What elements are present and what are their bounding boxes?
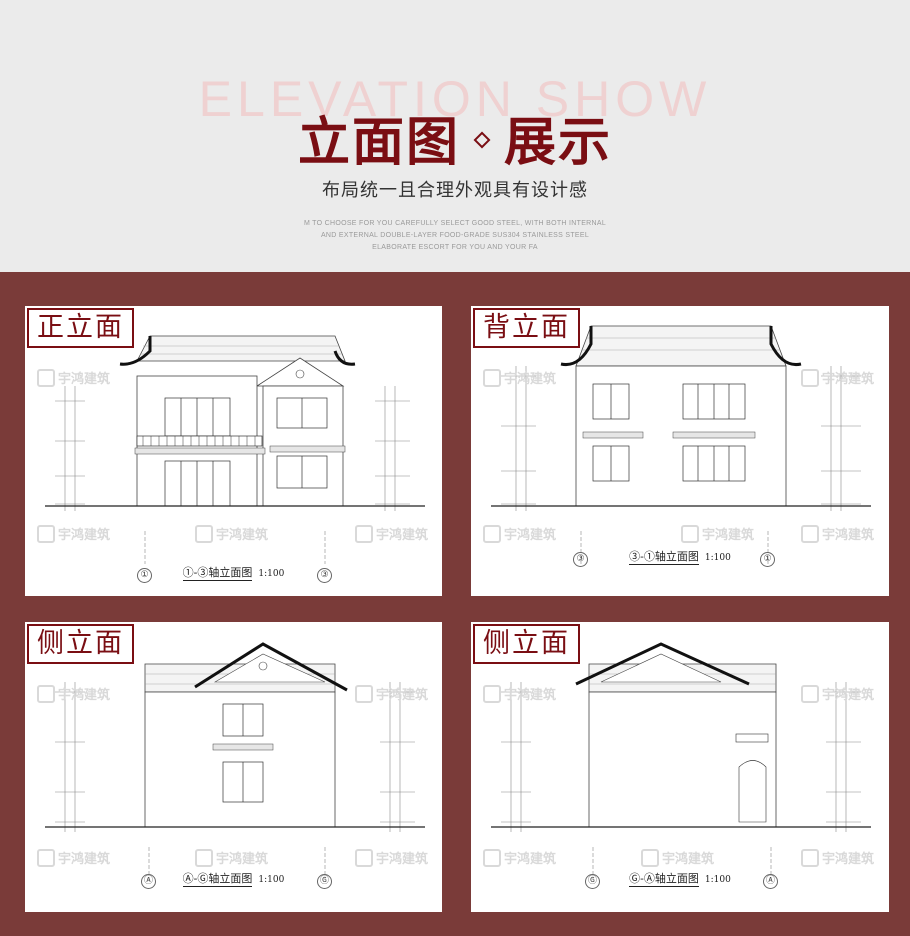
watermark-logo: 宇鸿建筑	[801, 848, 874, 869]
logo-icon	[801, 524, 819, 543]
logo-icon	[37, 524, 55, 543]
side-elevation-drawing-g	[491, 642, 871, 880]
watermark-logo: 宇鸿建筑	[483, 368, 556, 389]
title-left: 立面图	[297, 113, 460, 173]
watermark-logo: 宇鸿建筑	[355, 684, 428, 705]
caption-scale: 1:100	[258, 569, 285, 579]
watermark-logo: 宇鸿建筑	[355, 524, 428, 545]
axis-marker-left: Ⓐ	[141, 874, 156, 889]
caption-scale: 1:100	[258, 875, 285, 885]
logo-icon	[641, 848, 659, 867]
axis-marker-left: Ⓖ	[585, 874, 600, 889]
drawing-caption: ①-③轴立面图 1:100	[25, 564, 442, 581]
watermark-logo: 宇鸿建筑	[483, 848, 556, 869]
watermark-title: ELEVATION SHOW	[198, 71, 712, 127]
watermark-logo: 宇鸿建筑	[801, 368, 874, 389]
logo-icon	[195, 848, 213, 867]
axis-marker-right: Ⓐ	[763, 874, 778, 889]
watermark-logo: 宇鸿建筑	[483, 684, 556, 705]
logo-icon	[37, 368, 55, 387]
watermark-logo: 宇鸿建筑	[195, 524, 268, 545]
logo-icon	[801, 684, 819, 703]
elevation-panel-side-a: 侧立面 宇鸿建筑 宇鸿建筑 宇鸿建筑 宇鸿建筑 宇鸿建筑 Ⓐ Ⓖ Ⓐ-Ⓖ轴立面图…	[25, 622, 442, 912]
watermark-logo: 宇鸿建筑	[37, 368, 110, 389]
logo-icon	[355, 848, 373, 867]
front-elevation-drawing	[45, 335, 425, 564]
watermark-logo: 宇鸿建筑	[355, 848, 428, 869]
panel-label: 背立面	[473, 308, 580, 348]
axis-marker-right: ③	[317, 568, 332, 583]
watermark-logo: 宇鸿建筑	[37, 684, 110, 705]
panel-label: 正立面	[27, 308, 134, 348]
logo-icon	[355, 524, 373, 543]
elevation-panel-side-g: 侧立面 宇鸿建筑 宇鸿建筑 宇鸿建筑 宇鸿建筑 宇鸿建筑 Ⓖ Ⓐ Ⓖ-Ⓐ轴立面图…	[471, 622, 889, 912]
drawing-caption: Ⓐ-Ⓖ轴立面图 1:100	[25, 870, 442, 887]
watermark-logo: 宇鸿建筑	[37, 848, 110, 869]
logo-icon	[195, 524, 213, 543]
watermark-logo: 宇鸿建筑	[681, 524, 754, 545]
page-title: 立面图展示	[0, 100, 910, 175]
side-elevation-drawing-a	[45, 642, 425, 880]
panel-label: 侧立面	[473, 624, 580, 664]
axis-marker-left: ①	[137, 568, 152, 583]
axis-marker-left: ③	[573, 552, 588, 567]
subtitle: 布局统一且合理外观具有设计感	[322, 180, 588, 201]
header-banner: ELEVATION SHOW 立面图展示 布局统一且合理外观具有设计感 M TO…	[0, 0, 910, 272]
axis-marker-right: Ⓖ	[317, 874, 332, 889]
logo-icon	[37, 848, 55, 867]
logo-icon	[355, 684, 373, 703]
watermark-logo: 宇鸿建筑	[801, 684, 874, 705]
caption-text: ①-③轴立面图	[182, 566, 253, 581]
axis-marker-right: ①	[760, 552, 775, 567]
elevation-panel-back: 背立面 宇鸿建筑 宇鸿建筑 宇鸿建筑 宇鸿建筑 宇鸿建筑 ③ ① ③-①轴立面图…	[471, 306, 889, 596]
logo-icon	[483, 524, 501, 543]
logo-icon	[801, 848, 819, 867]
drawing-caption: ③-①轴立面图 1:100	[471, 548, 889, 565]
logo-icon	[801, 368, 819, 387]
diamond-icon	[473, 131, 491, 149]
back-elevation-drawing	[491, 325, 871, 564]
fine-print: M TO CHOOSE FOR YOU CAREFULLY SELECT GOO…	[0, 218, 910, 254]
watermark-logo: 宇鸿建筑	[37, 524, 110, 545]
logo-icon	[37, 684, 55, 703]
elevation-gallery: 正立面 宇鸿建筑 宇鸿建筑 宇鸿建筑 宇鸿建筑 ① ③ ①-③轴立面图 1:100	[0, 272, 910, 936]
logo-icon	[483, 684, 501, 703]
logo-icon	[483, 848, 501, 867]
logo-icon	[681, 524, 699, 543]
title-right: 展示	[504, 113, 613, 173]
watermark-logo: 宇鸿建筑	[195, 848, 268, 869]
caption-text: Ⓖ-Ⓐ轴立面图	[629, 872, 699, 887]
fine-print-line: AND EXTERNAL DOUBLE-LAYER FOOD-GRADE SUS…	[320, 232, 590, 239]
caption-scale: 1:100	[704, 875, 731, 885]
panel-label: 侧立面	[27, 624, 134, 664]
caption-text: ③-①轴立面图	[629, 550, 699, 565]
watermark-logo: 宇鸿建筑	[641, 848, 714, 869]
caption-scale: 1:100	[704, 553, 731, 563]
fine-print-line: ELABORATE ESCORT FOR YOU AND YOUR FA	[372, 244, 538, 251]
watermark-logo: 宇鸿建筑	[483, 524, 556, 545]
logo-icon	[483, 368, 501, 387]
drawing-caption: Ⓖ-Ⓐ轴立面图 1:100	[471, 870, 889, 887]
fine-print-line: M TO CHOOSE FOR YOU CAREFULLY SELECT GOO…	[303, 220, 607, 227]
watermark-logo: 宇鸿建筑	[801, 524, 874, 545]
caption-text: Ⓐ-Ⓖ轴立面图	[182, 872, 253, 887]
elevation-panel-front: 正立面 宇鸿建筑 宇鸿建筑 宇鸿建筑 宇鸿建筑 ① ③ ①-③轴立面图 1:100	[25, 306, 442, 596]
